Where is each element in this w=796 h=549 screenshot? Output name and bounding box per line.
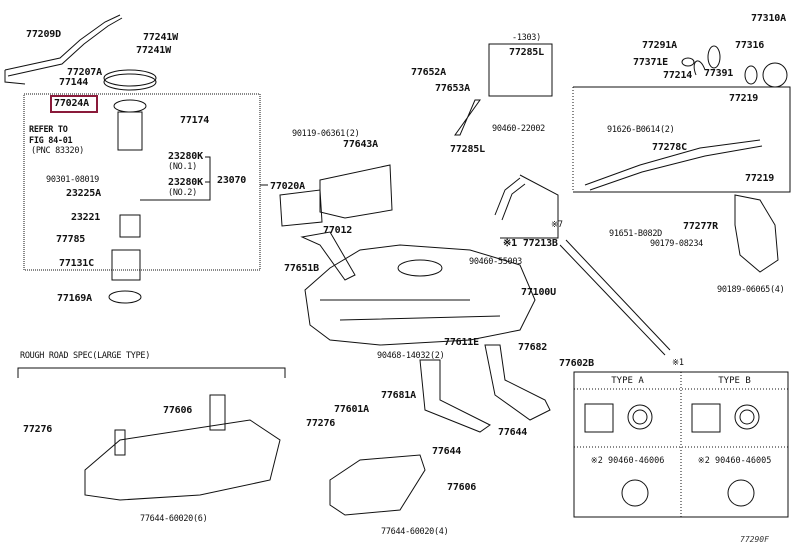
part-77214[interactable]: 77214 bbox=[663, 70, 693, 81]
refer-note-fig-link[interactable]: FIG 84-01 bbox=[29, 136, 73, 146]
part-77644-60020-6[interactable]: 77644-60020(6) bbox=[140, 514, 208, 524]
part-90460-22002[interactable]: 90460-22002 bbox=[492, 124, 545, 134]
fuel-pump-module-box bbox=[23, 93, 261, 271]
part-77371E[interactable]: 77371E bbox=[633, 57, 668, 68]
part-77291A[interactable]: 77291A bbox=[642, 40, 677, 51]
part-77276[interactable]: 77276 bbox=[306, 418, 336, 429]
type-b-header: TYPE B bbox=[718, 376, 751, 386]
part-77285L-detail[interactable]: 77285L bbox=[509, 47, 544, 58]
part-77644-60020-4[interactable]: 77644-60020(4) bbox=[381, 527, 449, 537]
part-77681A[interactable]: 77681A bbox=[381, 390, 416, 401]
type-a-header: TYPE A bbox=[611, 376, 644, 386]
fuel-tank-drawing bbox=[304, 244, 536, 346]
part-23280K-no2[interactable]: 23280K bbox=[168, 177, 203, 188]
part-77012[interactable]: 77012 bbox=[323, 225, 353, 236]
part-77652A[interactable]: 77652A bbox=[411, 67, 446, 78]
part-77644[interactable]: 77644 bbox=[432, 446, 462, 457]
part-77276[interactable]: 77276 bbox=[23, 424, 53, 435]
part-77785[interactable]: 77785 bbox=[56, 234, 86, 245]
fuel-lid-drawing bbox=[734, 194, 779, 273]
refer-note-pnc: (PNC 83320) bbox=[31, 146, 84, 156]
part-90179-08234[interactable]: 90179-08234 bbox=[650, 239, 703, 249]
part-77020A[interactable]: 77020A bbox=[270, 181, 305, 192]
part-77277R[interactable]: 77277R bbox=[683, 221, 718, 232]
label-no1: (NO.1) bbox=[168, 162, 197, 172]
part-77278C[interactable]: 77278C bbox=[652, 142, 687, 153]
part-23280K-no1[interactable]: 23280K bbox=[168, 151, 203, 162]
mark-1: ※1 bbox=[672, 358, 684, 368]
part-77144[interactable]: 77144 bbox=[59, 77, 89, 88]
part-77391[interactable]: 77391 bbox=[704, 68, 734, 79]
part-77024A[interactable]: 77024A bbox=[54, 98, 89, 109]
part-23221[interactable]: 23221 bbox=[71, 212, 101, 223]
part-77169A[interactable]: 77169A bbox=[57, 293, 92, 304]
gasket-drawing bbox=[108, 290, 142, 304]
part-77241W[interactable]: 77241W bbox=[136, 45, 171, 56]
part-77651B[interactable]: 77651B bbox=[284, 263, 319, 274]
strap-drawing bbox=[419, 359, 491, 433]
part-90189-06065[interactable]: 90189-06065(4) bbox=[717, 285, 785, 295]
part-77100U[interactable]: 77100U bbox=[521, 287, 556, 298]
protector-small-drawing bbox=[329, 454, 426, 516]
lock-ring-drawing bbox=[103, 69, 157, 87]
part-23070[interactable]: 23070 bbox=[217, 175, 247, 186]
part-77601A[interactable]: 77601A bbox=[334, 404, 369, 415]
part-77207A[interactable]: 77207A bbox=[67, 67, 102, 78]
part-77644[interactable]: 77644 bbox=[498, 427, 528, 438]
fuel-hose-drawing bbox=[494, 177, 526, 221]
part-90301-08019[interactable]: 90301-08019 bbox=[46, 175, 99, 185]
part-77219[interactable]: 77219 bbox=[745, 173, 775, 184]
part-91626-B0614[interactable]: 91626-B0614(2) bbox=[607, 125, 675, 135]
clamp-type-a-part[interactable]: ※2 90460-46006 bbox=[590, 456, 665, 466]
part-77209D[interactable]: 77209D bbox=[26, 29, 61, 40]
part-77241W[interactable]: 77241W bbox=[143, 32, 178, 43]
part-90468-14032[interactable]: 90468-14032(2) bbox=[377, 351, 445, 361]
mark-7: ※7 bbox=[551, 220, 563, 230]
part-77316[interactable]: 77316 bbox=[735, 40, 765, 51]
filler-pipe-drawing bbox=[584, 139, 763, 191]
part-77606[interactable]: 77606 bbox=[447, 482, 477, 493]
part-90460-55003[interactable]: 90460-55003 bbox=[469, 257, 522, 267]
part-77682[interactable]: 77682 bbox=[518, 342, 548, 353]
part-23225A[interactable]: 23225A bbox=[66, 188, 101, 199]
part-77310A[interactable]: 77310A bbox=[751, 13, 786, 24]
label-no2: (NO.2) bbox=[168, 188, 197, 198]
rough-road-spec-note: ROUGH ROAD SPEC(LARGE TYPE) bbox=[20, 351, 151, 361]
figure-code: 77290F bbox=[740, 535, 769, 544]
part-77606[interactable]: 77606 bbox=[163, 405, 193, 416]
part-77643A[interactable]: 77643A bbox=[343, 139, 378, 150]
clamp-type-b-part[interactable]: ※2 90460-46005 bbox=[697, 456, 772, 466]
part-90119-06361[interactable]: 90119-06361(2) bbox=[292, 129, 360, 139]
clip-detail-box bbox=[488, 43, 553, 97]
part-77131C[interactable]: 77131C bbox=[59, 258, 94, 269]
date-range-note: -1303) bbox=[512, 33, 541, 43]
part-77213B[interactable]: ※1 77213B bbox=[503, 238, 558, 249]
part-77611E[interactable]: 77611E bbox=[444, 337, 479, 348]
fuel-tube-drawing bbox=[4, 14, 123, 85]
protector-drawing bbox=[319, 164, 393, 219]
protector-large-drawing bbox=[84, 419, 281, 501]
highlighted-part-frame bbox=[50, 95, 98, 113]
part-77285L[interactable]: 77285L bbox=[450, 144, 485, 155]
rough-road-bracket bbox=[17, 367, 286, 378]
part-77653A[interactable]: 77653A bbox=[435, 83, 470, 94]
refer-note-line1: REFER TO bbox=[29, 125, 68, 135]
part-91651-B082D[interactable]: 91651-B082D bbox=[609, 229, 662, 239]
part-77602B[interactable]: 77602B bbox=[559, 358, 594, 369]
part-77174[interactable]: 77174 bbox=[180, 115, 210, 126]
part-77219[interactable]: 77219 bbox=[729, 93, 759, 104]
